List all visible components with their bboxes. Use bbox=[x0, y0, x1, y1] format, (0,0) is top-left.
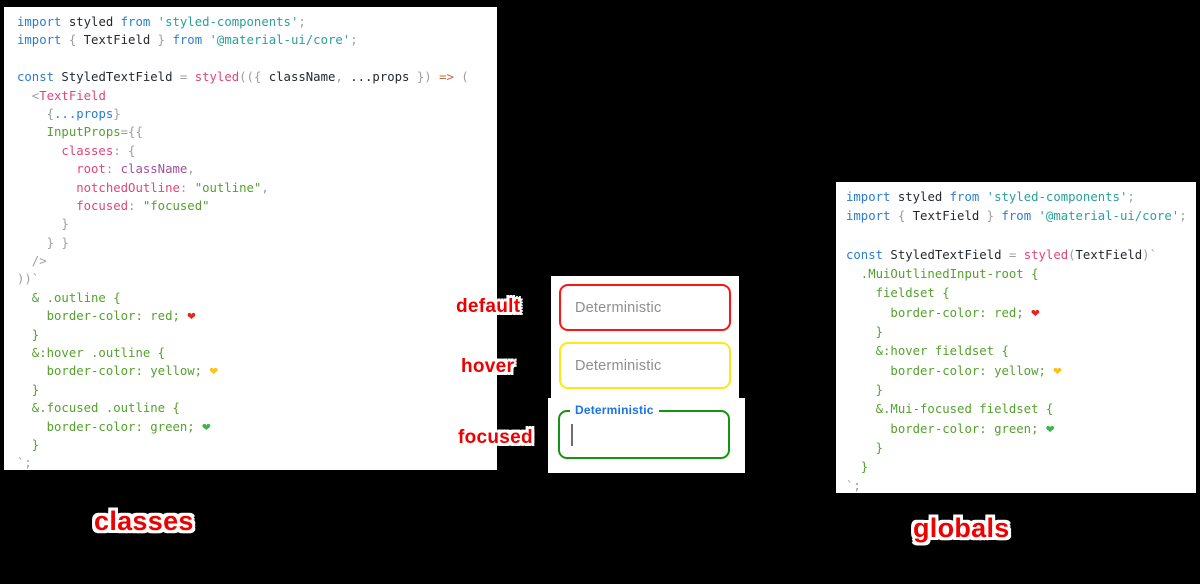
code-line: & .outline { bbox=[17, 290, 121, 305]
code-line: focused: "focused" bbox=[17, 198, 210, 213]
heart-icon: ❤ bbox=[1031, 304, 1040, 321]
code-line: ))` bbox=[17, 272, 40, 287]
code-line bbox=[17, 50, 497, 68]
code-line: border-color: green; ❤ bbox=[846, 420, 1055, 437]
code-line: `; bbox=[17, 456, 32, 470]
textfield-hover[interactable]: Deterministic bbox=[559, 342, 731, 389]
code-line: <TextField bbox=[17, 88, 106, 103]
code-line: border-color: red; ❤ bbox=[846, 304, 1040, 321]
placeholder-text: Deterministic bbox=[575, 357, 662, 374]
code-line: import { TextField } from '@material-ui/… bbox=[17, 33, 358, 48]
code-line: fieldset { bbox=[846, 286, 950, 301]
code-line: border-color: yellow; ❤ bbox=[846, 362, 1062, 379]
code-line: } bbox=[17, 382, 40, 397]
floating-label: Deterministic bbox=[570, 403, 659, 418]
code-line: notchedOutline: "outline", bbox=[17, 180, 269, 195]
state-label-default: default bbox=[456, 296, 521, 317]
code-line: &:hover .outline { bbox=[17, 346, 166, 361]
placeholder-text: Deterministic bbox=[575, 299, 662, 316]
code-panel-classes: import styled from 'styled-components'; i… bbox=[4, 7, 497, 470]
code-line: border-color: green; ❤ bbox=[17, 418, 211, 435]
code-panel-globals: import styled from 'styled-components'; i… bbox=[836, 182, 1196, 493]
caption-globals: globals bbox=[913, 513, 1010, 543]
code-line: &:hover fieldset { bbox=[846, 344, 1009, 359]
textfield-default[interactable]: Deterministic bbox=[559, 284, 731, 331]
code-line: &.focused .outline { bbox=[17, 401, 180, 416]
heart-icon: ❤ bbox=[209, 363, 218, 380]
code-line: .MuiOutlinedInput-root { bbox=[846, 267, 1039, 282]
heart-icon: ❤ bbox=[187, 308, 196, 325]
code-line bbox=[846, 227, 1196, 246]
text-cursor-icon bbox=[571, 423, 573, 446]
code-line: border-color: yellow; ❤ bbox=[17, 363, 218, 380]
code-line: } bbox=[846, 382, 884, 397]
code-line: import styled from 'styled-components'; bbox=[17, 15, 306, 29]
code-line: import styled from 'styled-components'; bbox=[846, 190, 1135, 204]
code-line: classes: { bbox=[17, 143, 136, 158]
heart-icon: ❤ bbox=[202, 418, 211, 435]
code-line: const StyledTextField = styled(({ classN… bbox=[17, 70, 469, 85]
code-line: `; bbox=[846, 479, 861, 493]
code-line: } bbox=[17, 327, 40, 342]
code-line: } bbox=[846, 440, 884, 455]
code-line: &.Mui-focused fieldset { bbox=[846, 402, 1054, 417]
code-line: import { TextField } from '@material-ui/… bbox=[846, 209, 1187, 224]
code-line: root: className, bbox=[17, 162, 195, 177]
textfield-focused[interactable]: Deterministic bbox=[558, 403, 730, 459]
code-line: } } bbox=[17, 235, 69, 250]
heart-icon: ❤ bbox=[1045, 420, 1055, 437]
code-line: } bbox=[17, 217, 69, 232]
code-line: /> bbox=[17, 254, 47, 269]
code-line: } bbox=[846, 325, 884, 340]
state-label-focused: focused bbox=[458, 427, 533, 448]
code-line: border-color: red; ❤ bbox=[17, 308, 196, 325]
code-line: const StyledTextField = styled(TextField… bbox=[846, 247, 1157, 262]
heart-icon: ❤ bbox=[1053, 362, 1062, 379]
code-line: } bbox=[846, 460, 869, 475]
code-line: {...props} bbox=[17, 106, 121, 121]
code-line: } bbox=[17, 437, 40, 452]
caption-classes: classes bbox=[94, 506, 194, 536]
code-line: InputProps={{ bbox=[17, 125, 143, 140]
state-label-hover: hover bbox=[461, 356, 515, 377]
